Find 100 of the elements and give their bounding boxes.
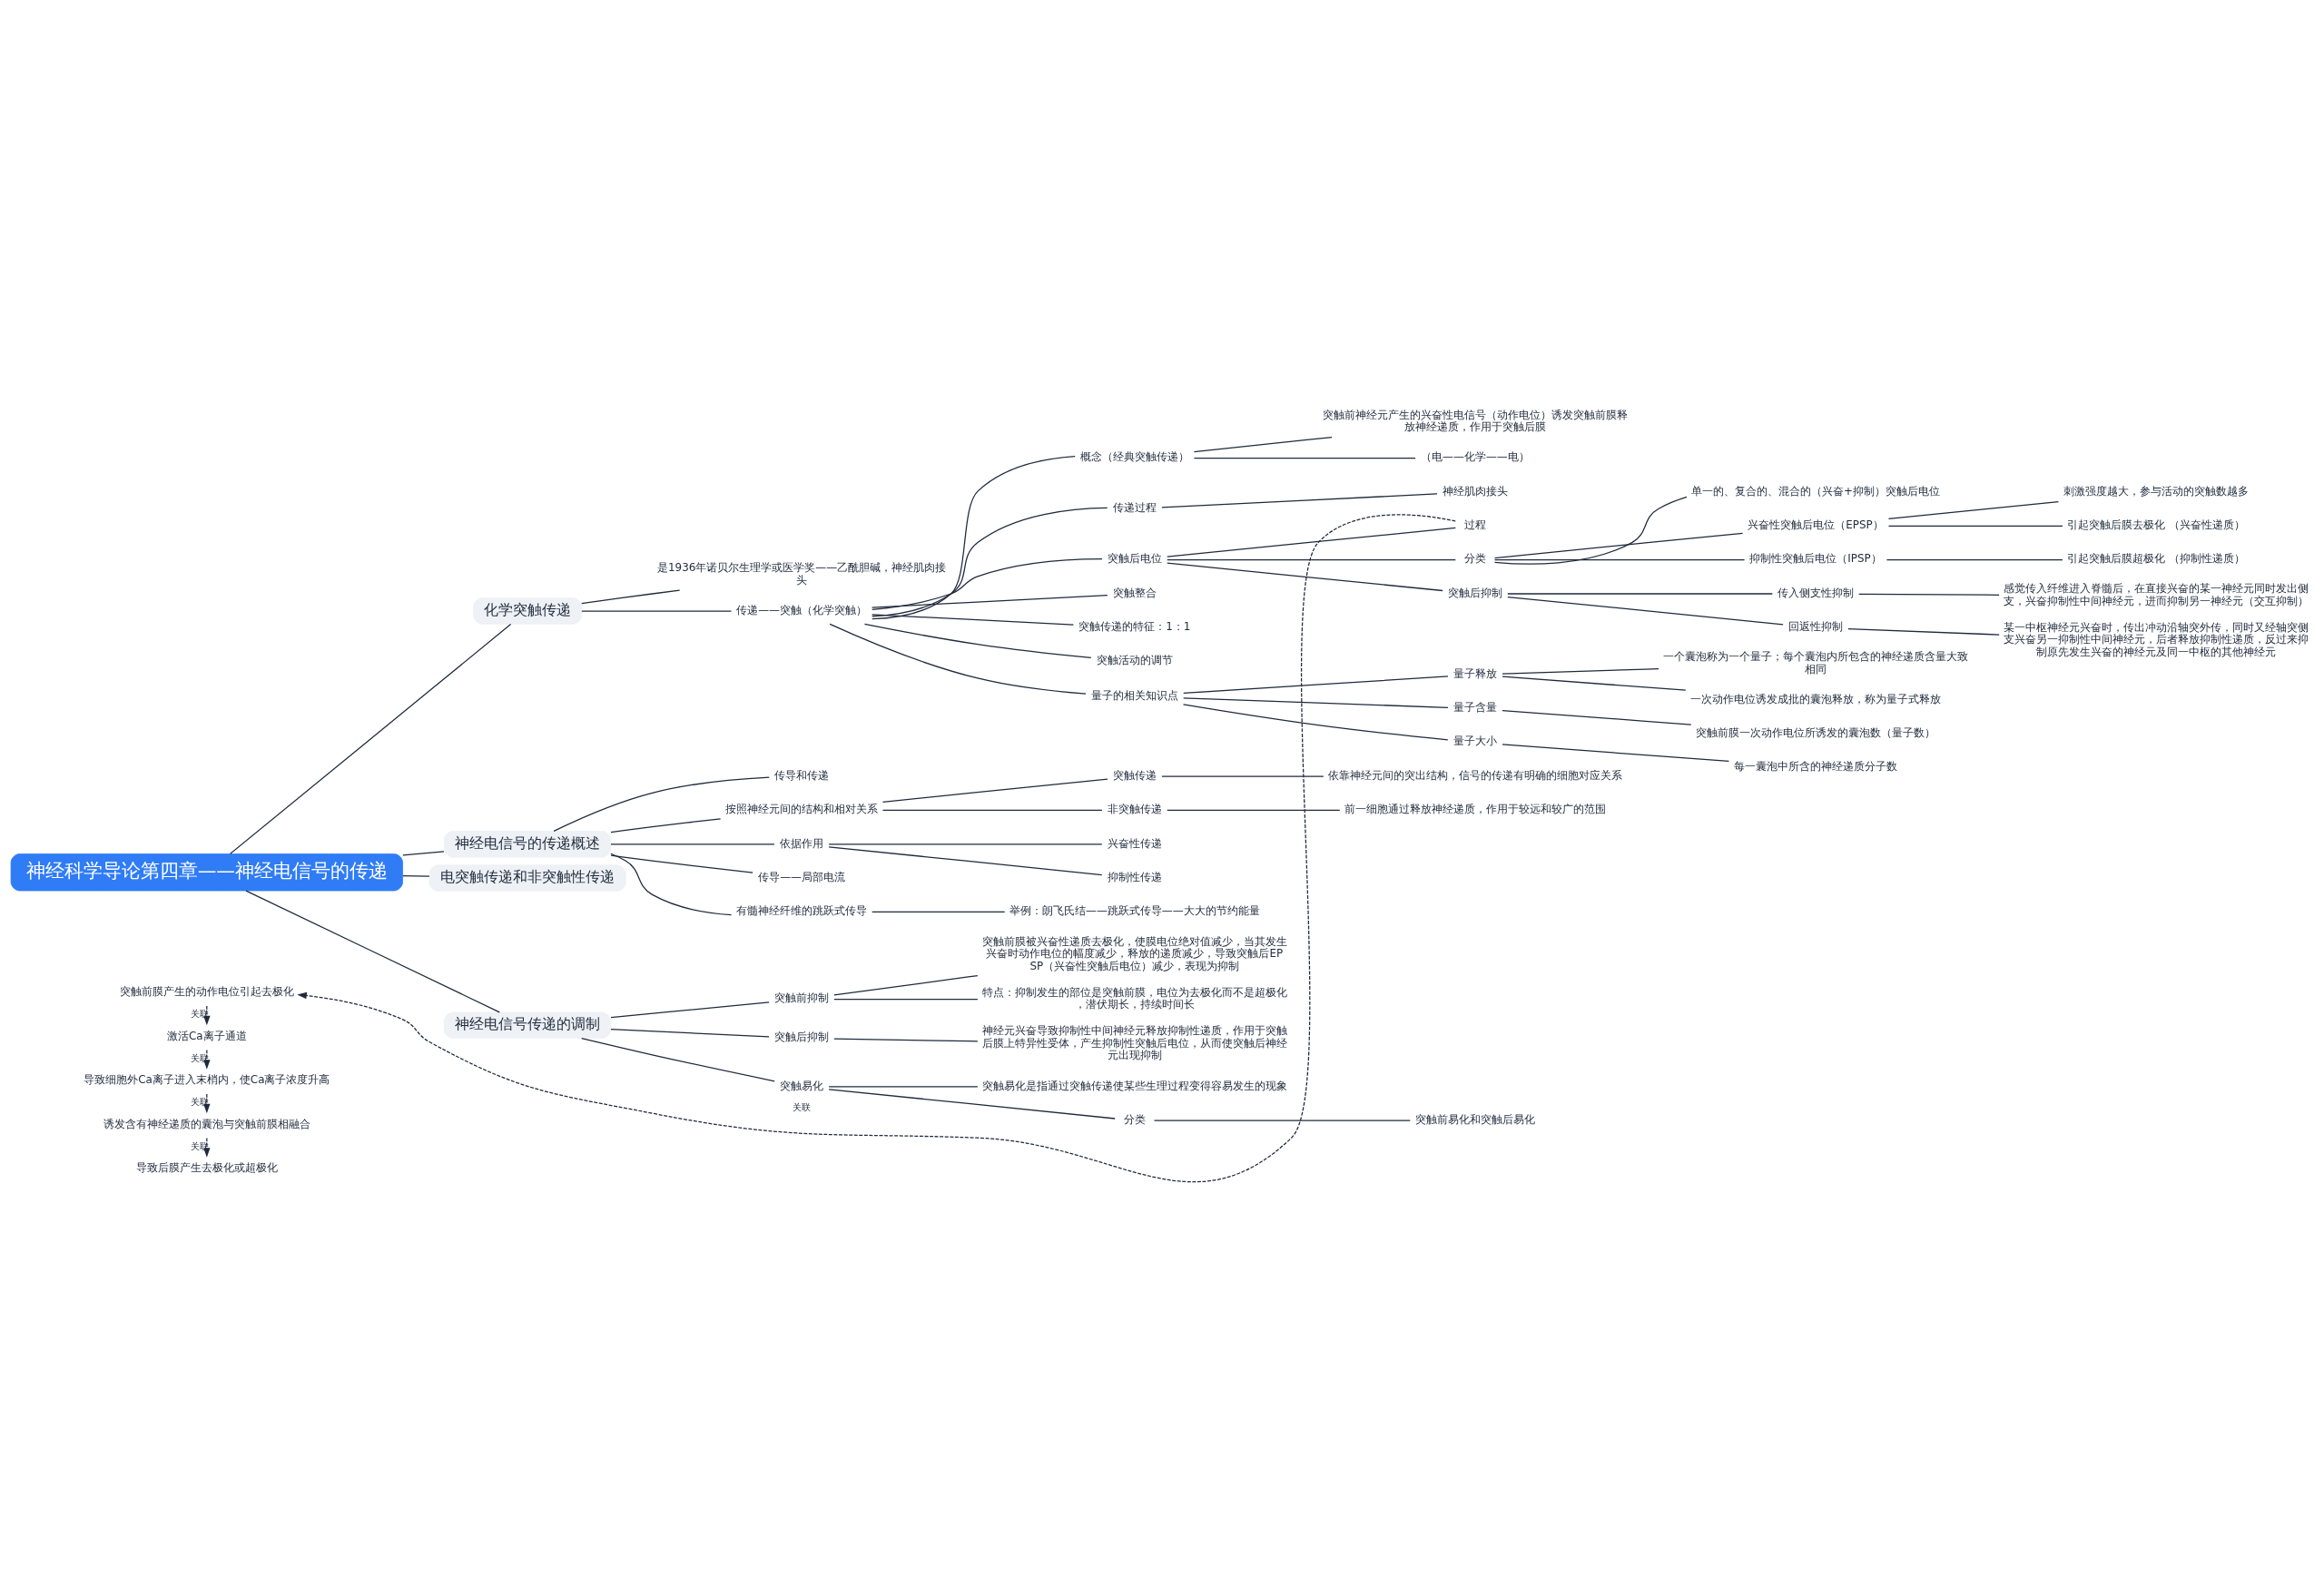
- connector: [828, 1085, 979, 1087]
- connector: [1887, 500, 2060, 519]
- node-box: 神经科学导论第四章——神经电信号的传递: [10, 853, 403, 891]
- connector: [610, 853, 733, 915]
- connector: [610, 1028, 770, 1037]
- node-text: 导致后膜产生去极化或超极化: [135, 1160, 278, 1174]
- node-text: 非突触传递: [1107, 802, 1162, 815]
- node-text: 突触前膜一次动作电位所诱发的囊泡数（量子数）: [1695, 725, 1935, 739]
- node-text: 依据作用: [780, 836, 824, 850]
- connector: [1153, 1119, 1411, 1121]
- connector: [1183, 696, 1449, 708]
- node-text: 突触前神经元产生的兴奋性电信号（动作电位）诱发突触前膜释放神经递质，作用于突触后膜: [1322, 408, 1628, 433]
- node-text: 分类: [1123, 1112, 1146, 1126]
- node-text: 有髓神经纤维的跳跃式传导: [736, 903, 868, 917]
- node-text: 神经肌肉接头: [1442, 484, 1508, 498]
- connector: [1493, 558, 1746, 560]
- connector: [1161, 774, 1324, 777]
- connector: [872, 594, 1108, 608]
- node-text: 抑制性传递: [1107, 870, 1162, 883]
- node-text: 激活Ca离子通道: [167, 1029, 247, 1042]
- connector: [829, 623, 1087, 695]
- node-text: 是1936年诺贝尔生理学或医学奖——乙酰胆碱，神经肌肉接头: [656, 560, 947, 587]
- node-text: 分类: [1463, 551, 1486, 565]
- connector: [833, 1038, 979, 1042]
- node-text: 突触整合: [1112, 586, 1157, 599]
- node-text: 感觉传入纤维进入脊髓后，在直接兴奋的某一神经元同时发出侧支，兴奋抑制性中间神经元，进而抑制另一神经元（交互抑制）: [2004, 581, 2309, 607]
- node-text: 刺激强度越大，参与活动的突触数越多: [2063, 484, 2250, 498]
- connector: [1193, 457, 1416, 459]
- node-text: 突触前膜被兴奋性递质去极化，使膜电位绝对值减少，当其发生兴奋时动作电位的幅度减少，释放的递质减少，导致突触后EPSP（兴奋性突触后电位）减少，表现为抑制: [981, 934, 1287, 972]
- connector: [828, 843, 1103, 844]
- connector: [610, 817, 722, 833]
- node-text: 传递——突触（化学突触）: [736, 603, 867, 616]
- node-text: 依靠神经元间的突出结构，信号的传递有明确的细胞对应关系: [1327, 768, 1622, 782]
- connector: [828, 845, 1103, 875]
- node-text: 突触前易化和突触后易化: [1414, 1112, 1535, 1126]
- connector: [245, 889, 500, 1012]
- connector: [1887, 525, 2063, 527]
- connector: [1183, 675, 1449, 694]
- connector: [1502, 676, 1687, 691]
- node-text: 特点：抑制发生的部位是突触前膜，电位为去极化而不是超极化，潜伏期长，持续时间长: [981, 985, 1287, 1011]
- arrow: [297, 513, 1456, 1182]
- connector: [581, 588, 681, 604]
- node-text: 按照神经元间的结构和相对关系: [725, 802, 879, 815]
- connector: [881, 809, 1103, 811]
- node-text: 传导——局部电流: [758, 870, 845, 883]
- connector: [230, 623, 512, 854]
- node-text: 单一的、复合的、混合的（兴奋+抑制）突触后电位: [1691, 484, 1940, 498]
- connector: [402, 850, 445, 855]
- node-text: 量子大小: [1452, 734, 1497, 747]
- connector: [872, 557, 1103, 610]
- node-box: 神经电信号传递的调制: [443, 1011, 612, 1039]
- node-text: 举例：朗飞氏结——跳跃式传导——大大的节约能量: [1009, 903, 1260, 917]
- connector: [1493, 496, 1688, 565]
- connector: [1167, 527, 1456, 557]
- node-text: 兴奋性突触后电位（EPSP）: [1748, 518, 1884, 531]
- edge-label: 关联: [793, 1100, 812, 1112]
- node-text: 突触易化是指通过突触传递使某些生理过程变得容易发生的现象: [981, 1079, 1287, 1092]
- connector: [1507, 592, 1773, 595]
- node-text: 突触前膜产生的动作电位引起去极化: [119, 984, 294, 998]
- connector: [1886, 558, 2063, 560]
- connector: [1502, 743, 1730, 762]
- connector: [863, 623, 1092, 658]
- connector: [1507, 596, 1784, 625]
- node-text: 抑制性突触后电位（IPSP）: [1749, 551, 1882, 565]
- node-text: 突触传递: [1112, 768, 1157, 782]
- node-text: 突触易化: [780, 1079, 824, 1092]
- node-text: 突触后抑制: [774, 1030, 830, 1043]
- connector: [1167, 809, 1341, 811]
- connector: [872, 613, 1075, 626]
- node-text: 突触活动的调节: [1096, 653, 1173, 666]
- connector: [828, 1088, 1116, 1119]
- node-text: 量子的相关知识点: [1090, 688, 1178, 702]
- connector: [581, 1037, 775, 1081]
- node-text: 兴奋性传递: [1107, 836, 1162, 850]
- connector: [1161, 492, 1438, 508]
- node-text: 传递过程: [1112, 500, 1157, 514]
- node-text: 传入侧支性抑制: [1777, 586, 1854, 599]
- node-text: （电——化学——电）: [1421, 449, 1530, 463]
- node-text: 量子释放: [1452, 666, 1497, 680]
- connector: [553, 776, 770, 832]
- node-text: 突触前抑制: [774, 991, 830, 1004]
- node-box: 电突触传递和非突触性传递: [428, 863, 626, 892]
- connector: [881, 777, 1108, 803]
- node-text: 概念（经典突触传递）: [1079, 449, 1189, 463]
- node-text: 突触后电位: [1107, 551, 1162, 565]
- node-box: 神经电信号的传递概述: [443, 830, 612, 857]
- connector: [1182, 703, 1449, 740]
- connector: [1502, 709, 1692, 725]
- node-text: 引起突触后膜超极化 （抑制性递质）: [2067, 551, 2245, 565]
- node-text: 神经元兴奋导致抑制性中间神经元释放抑制性递质，作用于突触后膜上特异性受体，产生抑制性突触后电位，从而使突触后神经元出现抑制: [981, 1023, 1287, 1061]
- connector: [1493, 532, 1744, 558]
- node-text: 过程: [1463, 518, 1486, 531]
- node-text: 一个囊泡称为一个量子；每个囊泡内所包含的神经递质含量大致相同: [1662, 649, 1968, 676]
- node-text: 突触传递的特征：1：1: [1078, 619, 1191, 633]
- connector: [610, 1001, 770, 1018]
- connector: [1167, 558, 1456, 560]
- connector: [1167, 562, 1443, 591]
- node-text: 某一中枢神经元兴奋时，传出冲动沿轴突外传，同时又经轴突侧支兴奋另一抑制性中间神经元，后者释放抑制性递质，反过来抑制原先发生兴奋的神经元及同一中枢的其他神经元: [2004, 620, 2309, 658]
- connector: [610, 854, 753, 873]
- connector: [872, 911, 1006, 912]
